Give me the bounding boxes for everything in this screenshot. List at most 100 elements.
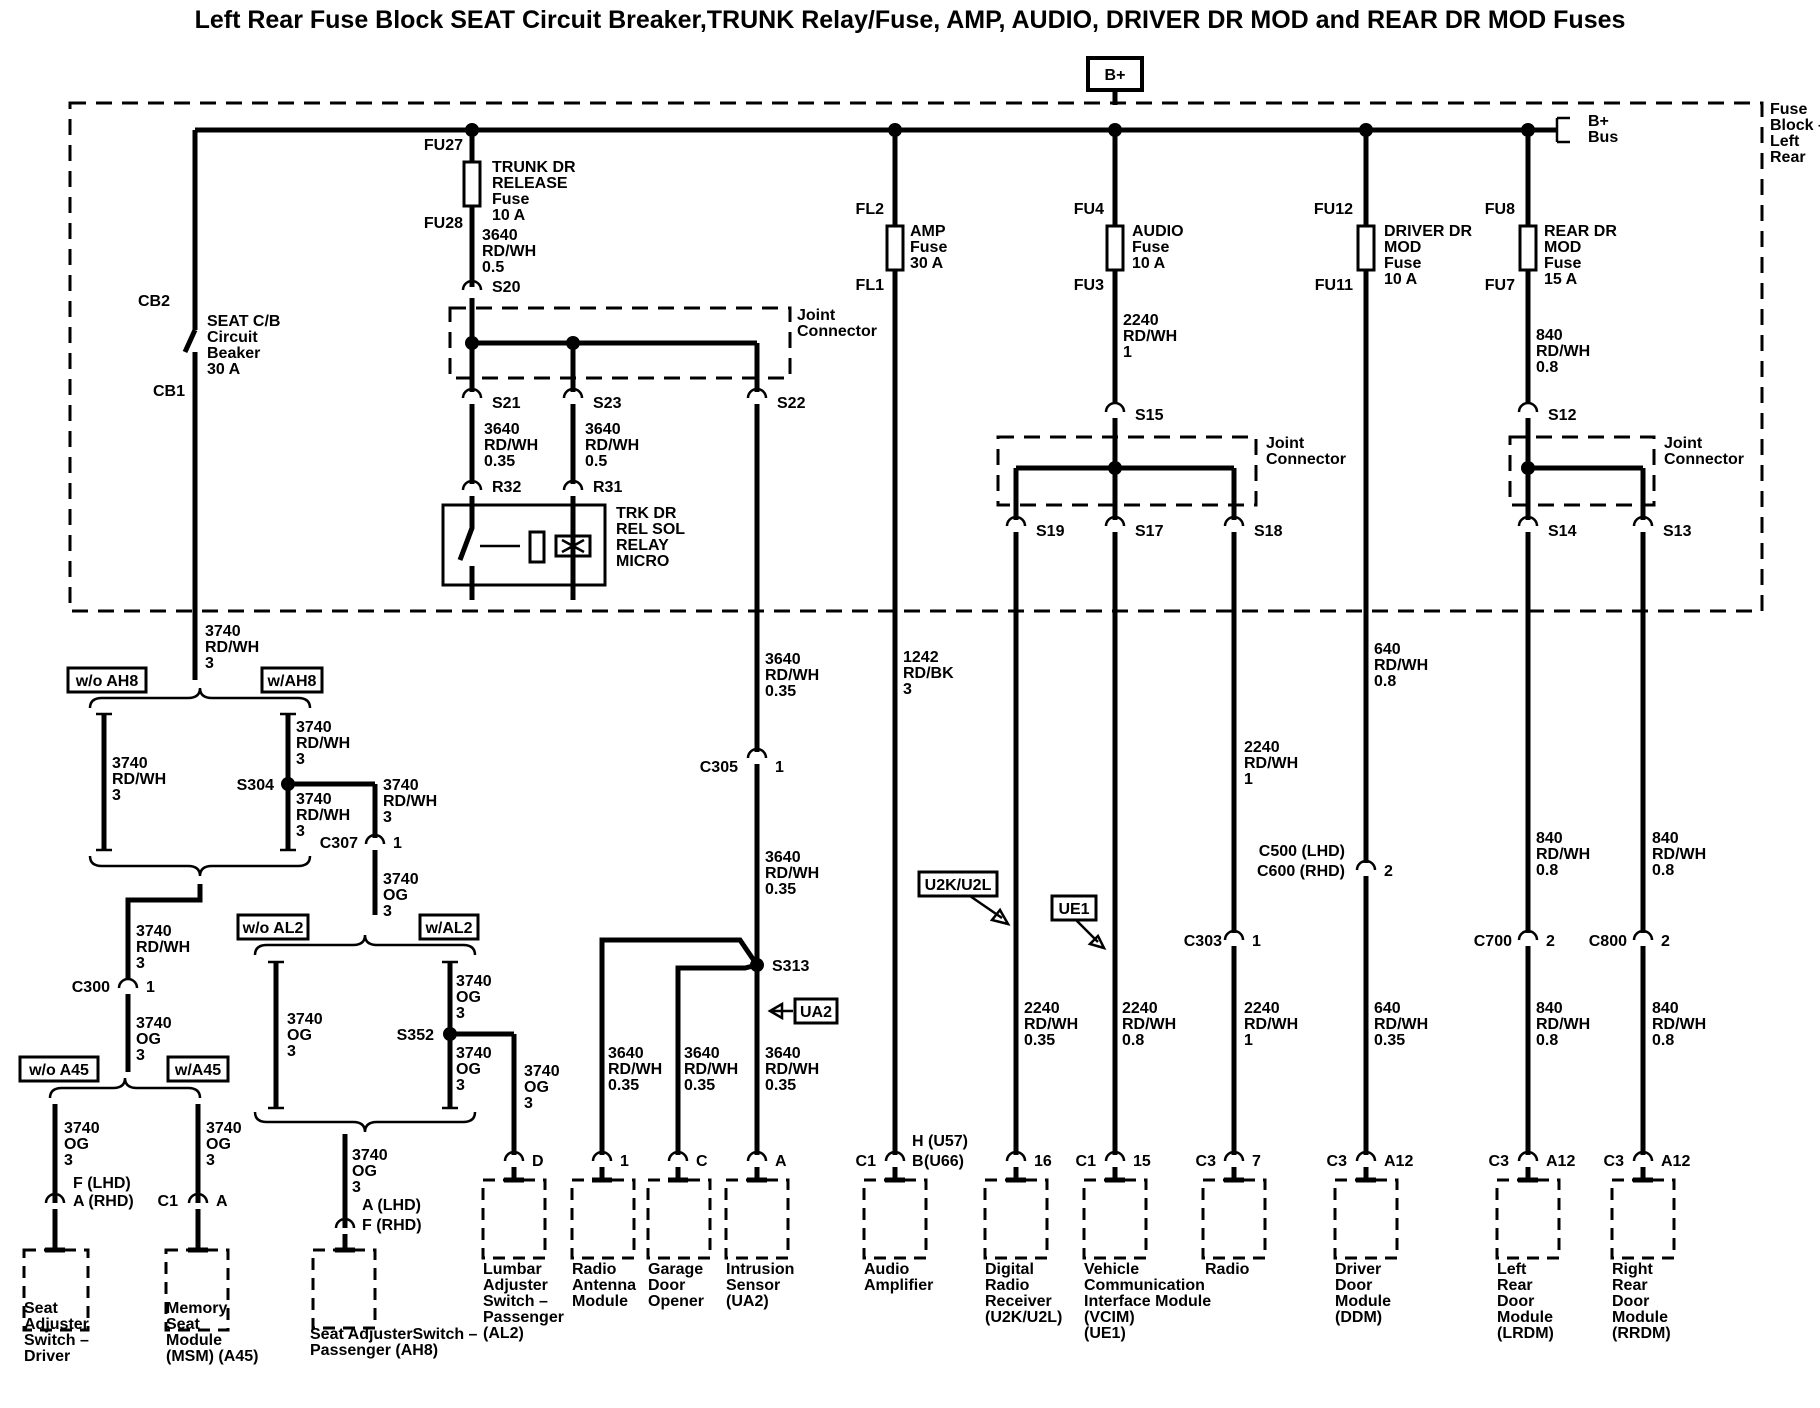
intrusion-pin: A xyxy=(775,1153,787,1170)
wire-840-label: 840 xyxy=(1536,327,1563,344)
w-al2-tag: w/AL2 xyxy=(424,920,472,937)
ua2-tag-box xyxy=(793,997,839,1025)
s304-label: S304 xyxy=(237,777,274,794)
wire-2240-label: 1 xyxy=(1123,344,1132,361)
c307-pin: 1 xyxy=(393,835,402,852)
r31-label: R31 xyxy=(593,479,622,496)
lumbar-module xyxy=(481,1178,547,1260)
amp-fuse-label: 30 A xyxy=(910,255,944,272)
seat-adj-driver-pin: F (LHD) xyxy=(73,1175,131,1192)
garage-connector xyxy=(667,1150,689,1162)
amp-fuse xyxy=(885,224,905,272)
ddm-module xyxy=(1333,1178,1399,1260)
s12-connector xyxy=(1517,401,1539,413)
wo-a45-tag-box xyxy=(18,1055,100,1083)
radio-antenna-name: Module xyxy=(572,1293,628,1310)
ddm-fuse-label: 10 A xyxy=(1384,271,1418,288)
s14-label: S14 xyxy=(1548,523,1577,540)
radio-module xyxy=(1201,1178,1267,1260)
rrdm-name: Rear xyxy=(1612,1277,1648,1294)
seat-adj-driver-pin: A (RHD) xyxy=(73,1193,134,1210)
seat-adj-pass-name: Passenger (AH8) xyxy=(310,1342,438,1359)
wire-3740-label: 3740 xyxy=(296,719,332,736)
msm-name: Memory xyxy=(166,1300,227,1317)
wire-1242-label: 1242 xyxy=(903,649,939,666)
ddm-name: Driver xyxy=(1335,1261,1381,1278)
wire-840-label: RD/WH xyxy=(1652,846,1706,863)
lumbar-pin: D xyxy=(532,1153,544,1170)
wire-2240-label: RD/WH xyxy=(1123,328,1177,345)
digital-radio-name: Digital xyxy=(985,1261,1034,1278)
c800-label: C800 xyxy=(1589,933,1627,950)
wire-640-label: RD/WH xyxy=(1374,657,1428,674)
intrusion-name: (UA2) xyxy=(726,1293,769,1310)
radio-antenna-name: Radio xyxy=(572,1261,617,1278)
wire-2240-label: RD/WH xyxy=(1244,755,1298,772)
w-ah8-tag: w/AH8 xyxy=(267,673,317,690)
vcim-module xyxy=(1082,1178,1148,1260)
wire-3740og-label: 3 xyxy=(64,1152,73,1169)
s352-label: S352 xyxy=(397,1027,434,1044)
c300-label: C300 xyxy=(72,979,110,996)
c300-connector xyxy=(117,977,139,989)
w-ah8-tag-box xyxy=(260,666,324,694)
msm-module xyxy=(164,1248,230,1332)
ah8-c300 xyxy=(125,884,203,980)
fuse-block-label: Left xyxy=(1770,133,1800,150)
seat-adj-driver-connector xyxy=(44,1192,66,1204)
lumbar-name: (AL2) xyxy=(483,1325,524,1342)
s23-connector xyxy=(562,387,584,399)
wire-3740-label: 3 xyxy=(205,655,214,672)
wire-3740og-label: OG xyxy=(383,887,408,904)
wire-3640-label: 0.5 xyxy=(482,259,504,276)
c500-connector xyxy=(1355,859,1377,871)
wire-3640-label: RD/WH xyxy=(585,437,639,454)
wire-2240-label: 1 xyxy=(1244,1032,1253,1049)
wire-3740og-label: OG xyxy=(287,1027,312,1044)
trunk-fuse-label: TRUNK DR xyxy=(492,159,576,176)
wire-3740-label: RD/WH xyxy=(112,771,166,788)
s12-label: S12 xyxy=(1548,407,1577,424)
al2-brace xyxy=(253,934,477,956)
lrdm-name: Left xyxy=(1497,1261,1527,1278)
audio-fuse-label: 10 A xyxy=(1132,255,1166,272)
fuse-block-label: Block – xyxy=(1770,117,1820,134)
wire-3740og-label: 3740 xyxy=(456,1045,492,1062)
s23-label: S23 xyxy=(593,395,622,412)
digital-radio-pin: 16 xyxy=(1034,1153,1052,1170)
msm-name: Module xyxy=(166,1332,222,1349)
digital-radio-name: (U2K/U2L) xyxy=(985,1309,1062,1326)
wire-3640-label: 3640 xyxy=(585,421,621,438)
ddm-fuse-label: DRIVER DR xyxy=(1384,223,1472,240)
wire-3740og-label: 3 xyxy=(136,1047,145,1064)
wire-640-label: 640 xyxy=(1374,641,1401,658)
joint-connector-label: Connector xyxy=(1664,451,1744,468)
joint-dot xyxy=(1521,461,1535,475)
rear-dr-fuse-label: Fuse xyxy=(1544,255,1581,272)
s19-label: S19 xyxy=(1036,523,1065,540)
rrdm-pin: C3 xyxy=(1604,1153,1625,1170)
wire-3740-label: RD/WH xyxy=(296,807,350,824)
s17-label: S17 xyxy=(1135,523,1164,540)
wire-3740og-label: OG xyxy=(352,1163,377,1180)
wire-840-label: RD/WH xyxy=(1536,1016,1590,1033)
wire-2240-label: 2240 xyxy=(1024,1000,1060,1017)
lumbar-name: Lumbar xyxy=(483,1261,542,1278)
seat-adj-driver-name: Seat xyxy=(24,1300,58,1317)
wire-3640-label: RD/WH xyxy=(765,667,819,684)
wire-2240-label: 0.8 xyxy=(1122,1032,1144,1049)
s15-label: S15 xyxy=(1135,407,1164,424)
intrusion-module xyxy=(724,1178,790,1260)
u2k-tag-box xyxy=(917,870,999,898)
lrdm-name: Module xyxy=(1497,1309,1553,1326)
audio-fuse xyxy=(1105,224,1125,272)
fu8-label: FU8 xyxy=(1485,201,1515,218)
fu3-label: FU3 xyxy=(1074,277,1104,294)
wire-840-label: 840 xyxy=(1536,1000,1563,1017)
lumbar-connector xyxy=(503,1150,525,1162)
c700-pin: 2 xyxy=(1546,933,1555,950)
wire-3740-label: 3740 xyxy=(296,791,332,808)
rrdm-name: Right xyxy=(1612,1261,1654,1278)
vcim-pin: C1 xyxy=(1076,1153,1097,1170)
fu11-label: FU11 xyxy=(1315,277,1353,294)
